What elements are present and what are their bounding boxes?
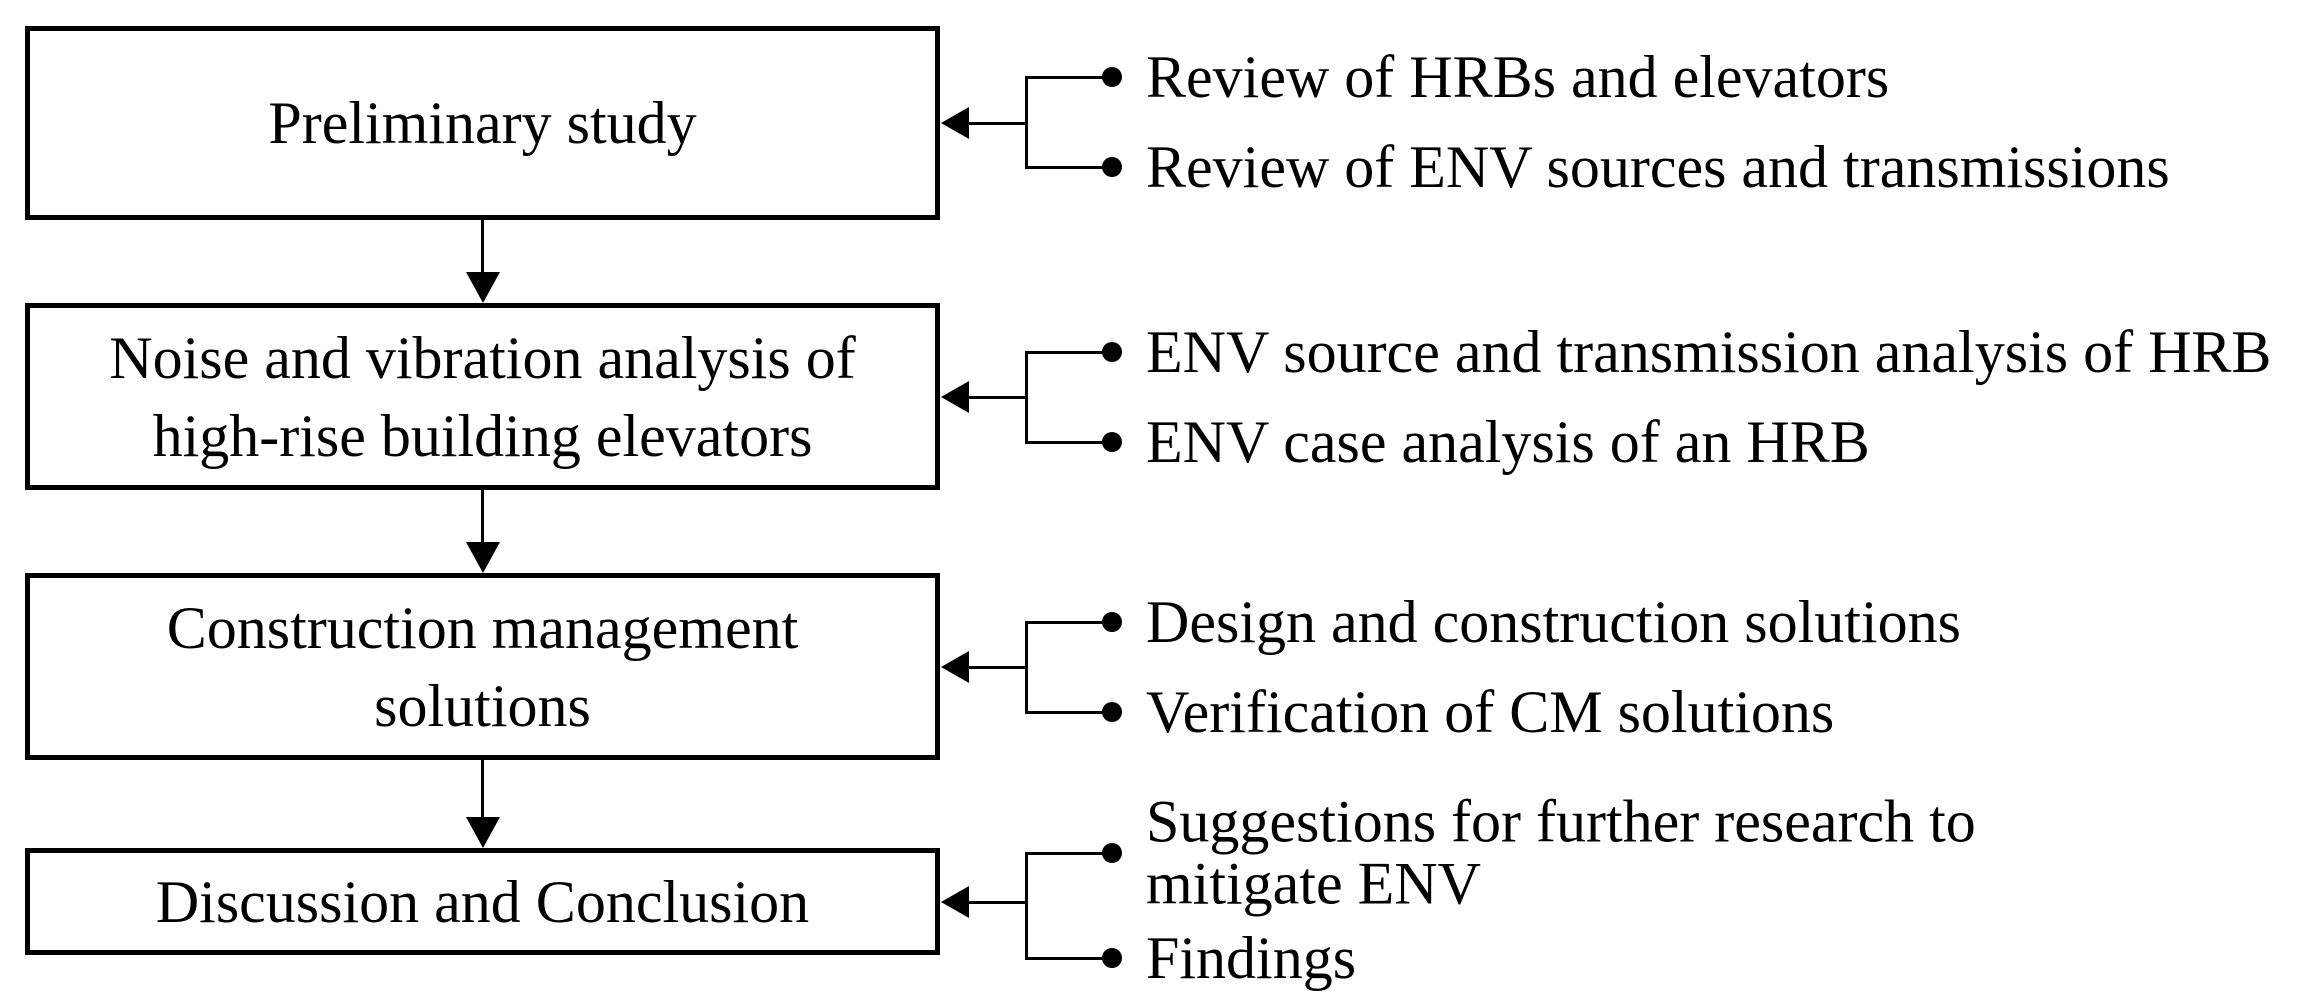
stage-3-box: Construction management solutions bbox=[25, 573, 940, 760]
flow-arrow-2-arrowhead-icon bbox=[466, 542, 500, 573]
connector-3-bracket bbox=[1025, 621, 1028, 714]
flow-arrow-2-shaft bbox=[481, 490, 484, 543]
connector-1-shaft bbox=[963, 122, 1028, 125]
stage-4-bullet-2: Findings bbox=[1146, 924, 1357, 991]
connector-2-shaft bbox=[963, 396, 1028, 399]
flow-arrow-3-arrowhead-icon bbox=[466, 817, 500, 848]
stage-4-box: Discussion and Conclusion bbox=[25, 848, 940, 955]
bullet-dot-icon bbox=[1102, 157, 1122, 177]
connector-3-shaft bbox=[963, 666, 1028, 669]
stage-3-bullet-2: Verification of CM solutions bbox=[1146, 678, 1835, 745]
bullet-dot-icon bbox=[1102, 67, 1122, 87]
flow-arrow-3-shaft bbox=[481, 760, 484, 818]
stage-2-bullet-2: ENV case analysis of an HRB bbox=[1146, 408, 1870, 475]
stage-1-bullet-1: Review of HRBs and elevators bbox=[1146, 43, 1890, 110]
connector-3-stub-top bbox=[1025, 621, 1106, 624]
connector-4-shaft bbox=[963, 901, 1028, 904]
connector-4-stub-bottom bbox=[1025, 957, 1106, 960]
stage-2-box: Noise and vibration analysis of high-ris… bbox=[25, 303, 940, 490]
bullet-dot-icon bbox=[1102, 948, 1122, 968]
stage-4-bullet-1: Suggestions for further research to miti… bbox=[1146, 788, 1976, 917]
connector-3-stub-bottom bbox=[1025, 711, 1106, 714]
flow-arrow-1-arrowhead-icon bbox=[466, 272, 500, 303]
bullet-dot-icon bbox=[1102, 843, 1122, 863]
stage-1-bullet-2: Review of ENV sources and transmissions bbox=[1146, 133, 2170, 200]
bullet-dot-icon bbox=[1102, 612, 1122, 632]
stage-1-box: Preliminary study bbox=[25, 26, 940, 220]
connector-2-bracket bbox=[1025, 351, 1028, 444]
connector-2-stub-bottom bbox=[1025, 441, 1106, 444]
connector-4-bracket bbox=[1025, 852, 1028, 960]
flow-arrow-1-shaft bbox=[481, 220, 484, 273]
stage-2-bullet-1: ENV source and transmission analysis of … bbox=[1146, 318, 2272, 385]
bullet-dot-icon bbox=[1102, 342, 1122, 362]
connector-1-stub-bottom bbox=[1025, 166, 1106, 169]
connector-1-stub-top bbox=[1025, 76, 1106, 79]
bullet-dot-icon bbox=[1102, 432, 1122, 452]
bullet-dot-icon bbox=[1102, 702, 1122, 722]
connector-1-bracket bbox=[1025, 76, 1028, 169]
connector-4-stub-top bbox=[1025, 852, 1106, 855]
connector-2-stub-top bbox=[1025, 351, 1106, 354]
stage-3-bullet-1: Design and construction solutions bbox=[1146, 588, 1961, 655]
